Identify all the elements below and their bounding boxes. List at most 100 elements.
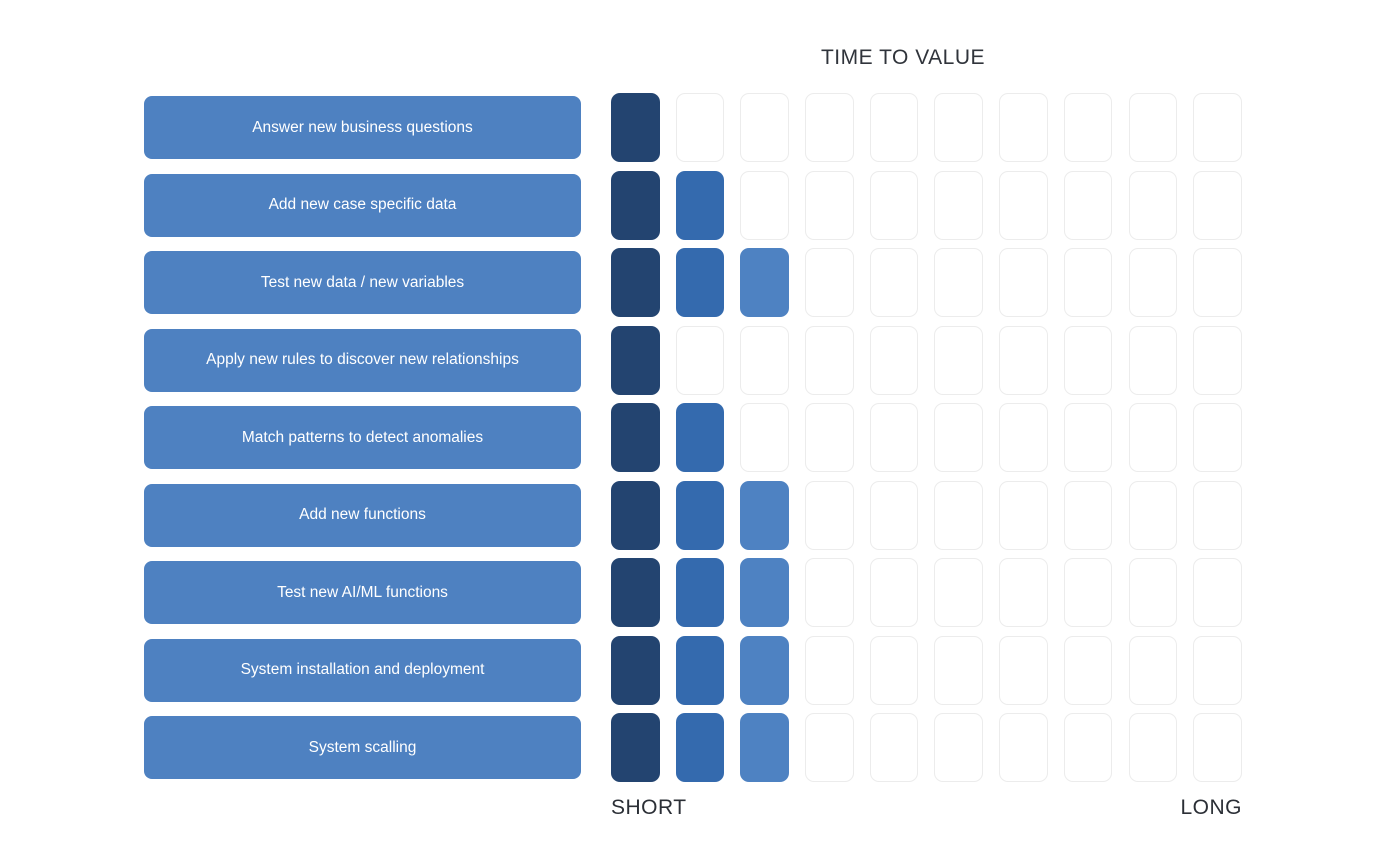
filled-cell	[675, 713, 725, 783]
empty-cell	[805, 93, 854, 163]
chart-row: Match patterns to detect anomalies	[144, 399, 1242, 477]
filled-cell	[675, 248, 725, 318]
empty-cell	[740, 93, 789, 163]
empty-cell	[1063, 480, 1113, 550]
filled-cell	[611, 480, 660, 550]
empty-cell	[934, 93, 983, 163]
chart-row: Test new AI/ML functions	[144, 554, 1242, 632]
empty-cell	[999, 170, 1048, 240]
empty-cell	[805, 713, 854, 783]
chart-title: TIME TO VALUE	[820, 46, 986, 69]
task-label-bar: Apply new rules to discover new relation…	[144, 328, 581, 392]
empty-cell	[869, 635, 919, 705]
empty-cell	[1063, 93, 1113, 163]
filled-cell	[675, 480, 725, 550]
empty-cell	[999, 558, 1048, 628]
filled-cell	[740, 713, 789, 783]
task-label-bar: System scalling	[144, 716, 581, 780]
empty-cell	[805, 325, 854, 395]
chart-row: System installation and deployment	[144, 632, 1242, 710]
empty-cell	[675, 325, 725, 395]
chart-row: Answer new business questions	[144, 89, 1242, 167]
empty-cell	[999, 713, 1048, 783]
chart-row: System scalling	[144, 709, 1242, 787]
empty-cell	[934, 403, 983, 473]
task-label-bar: Answer new business questions	[144, 96, 581, 160]
empty-cell	[869, 713, 919, 783]
empty-cell	[1128, 403, 1177, 473]
empty-cell	[740, 403, 789, 473]
empty-cell	[869, 558, 919, 628]
filled-cell	[740, 558, 789, 628]
cell-grid-row	[611, 713, 1242, 783]
filled-cell	[675, 558, 725, 628]
filled-cell	[740, 635, 789, 705]
filled-cell	[611, 713, 660, 783]
chart-row: Add new functions	[144, 477, 1242, 555]
filled-cell	[675, 403, 725, 473]
filled-cell	[611, 558, 660, 628]
cell-grid-row	[611, 635, 1242, 705]
empty-cell	[869, 248, 919, 318]
empty-cell	[1193, 558, 1242, 628]
empty-cell	[999, 635, 1048, 705]
empty-cell	[1128, 248, 1177, 318]
empty-cell	[675, 93, 725, 163]
chart-row: Apply new rules to discover new relation…	[144, 322, 1242, 400]
empty-cell	[934, 170, 983, 240]
x-axis-label-long: LONG	[1180, 796, 1242, 819]
empty-cell	[1193, 713, 1242, 783]
task-label-bar: Test new AI/ML functions	[144, 561, 581, 625]
filled-cell	[675, 635, 725, 705]
empty-cell	[934, 325, 983, 395]
empty-cell	[1063, 635, 1113, 705]
empty-cell	[805, 635, 854, 705]
empty-cell	[740, 325, 789, 395]
chart-row: Test new data / new variables	[144, 244, 1242, 322]
empty-cell	[805, 248, 854, 318]
filled-cell	[740, 480, 789, 550]
empty-cell	[934, 480, 983, 550]
empty-cell	[1128, 480, 1177, 550]
empty-cell	[805, 170, 854, 240]
empty-cell	[805, 403, 854, 473]
empty-cell	[1128, 93, 1177, 163]
empty-cell	[1128, 170, 1177, 240]
empty-cell	[1193, 248, 1242, 318]
empty-cell	[1193, 480, 1242, 550]
filled-cell	[611, 170, 660, 240]
empty-cell	[1128, 635, 1177, 705]
empty-cell	[1128, 558, 1177, 628]
chart-row: Add new case specific data	[144, 167, 1242, 245]
task-label-bar: System installation and deployment	[144, 638, 581, 702]
empty-cell	[740, 170, 789, 240]
empty-cell	[999, 248, 1048, 318]
x-axis-label-short: SHORT	[611, 796, 687, 819]
empty-cell	[869, 480, 919, 550]
empty-cell	[1063, 170, 1113, 240]
filled-cell	[611, 635, 660, 705]
filled-cell	[675, 170, 725, 240]
x-axis-labels: SHORT LONG	[611, 796, 1242, 820]
empty-cell	[1193, 325, 1242, 395]
empty-cell	[999, 325, 1048, 395]
empty-cell	[869, 93, 919, 163]
empty-cell	[805, 558, 854, 628]
empty-cell	[869, 170, 919, 240]
filled-cell	[611, 93, 660, 163]
empty-cell	[999, 403, 1048, 473]
empty-cell	[1193, 635, 1242, 705]
empty-cell	[1063, 248, 1113, 318]
empty-cell	[999, 93, 1048, 163]
empty-cell	[934, 248, 983, 318]
task-label-bar: Add new case specific data	[144, 173, 581, 237]
empty-cell	[805, 480, 854, 550]
empty-cell	[1063, 558, 1113, 628]
empty-cell	[1193, 93, 1242, 163]
empty-cell	[999, 480, 1048, 550]
empty-cell	[1193, 170, 1242, 240]
empty-cell	[1063, 325, 1113, 395]
cell-grid-row	[611, 325, 1242, 395]
